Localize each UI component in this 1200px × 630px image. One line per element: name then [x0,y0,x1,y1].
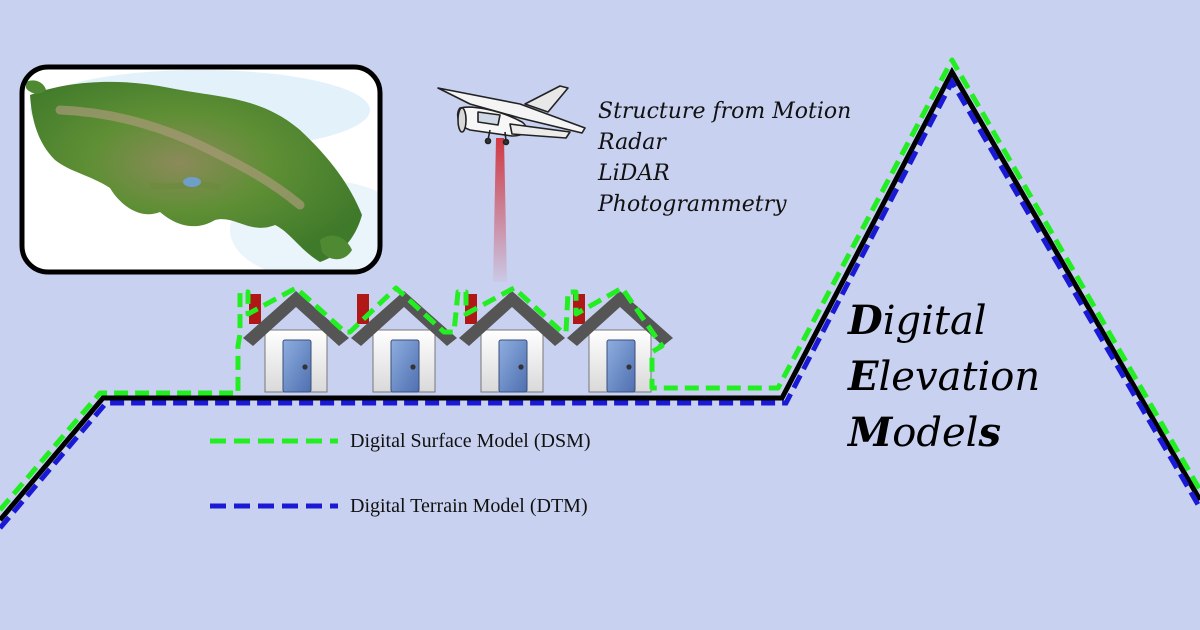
title-initial-d: D [848,297,883,344]
method-lidar: LiDAR [598,161,670,186]
house-icon [459,291,565,393]
title-line-3: Models [848,405,1040,461]
dsm-line [0,57,1200,512]
house-icon [567,291,673,393]
legend-dsm-label: Digital Surface Model (DSM) [350,430,591,452]
title-line-2: Elevation [848,349,1040,405]
page-title: Digital Elevation Models [848,293,1040,461]
legend-dtm-label: Digital Terrain Model (DTM) [350,495,588,517]
dtm-line [0,76,1200,530]
method-radar: Radar [598,130,666,155]
house-icon [243,291,349,393]
title-rest-3: odel [892,410,979,456]
airplane-icon [437,85,586,146]
title-rest-1: igital [882,298,987,344]
method-photogrammetry: Photogrammetry [598,192,787,217]
laser-beam [493,138,507,282]
relief-map-image [19,64,383,275]
title-rest-2: levation [878,354,1041,400]
methods-list: Structure from Motion Radar LiDAR Photog… [598,96,851,220]
house-icon [351,291,457,393]
title-initial-m: M [848,409,893,456]
method-sfm: Structure from Motion [598,99,852,124]
title-line-1: Digital [848,293,1040,349]
houses [243,291,673,393]
title-suffix-s: s [978,409,1001,456]
title-initial-e: E [848,353,879,400]
terrain-line [0,66,1200,522]
